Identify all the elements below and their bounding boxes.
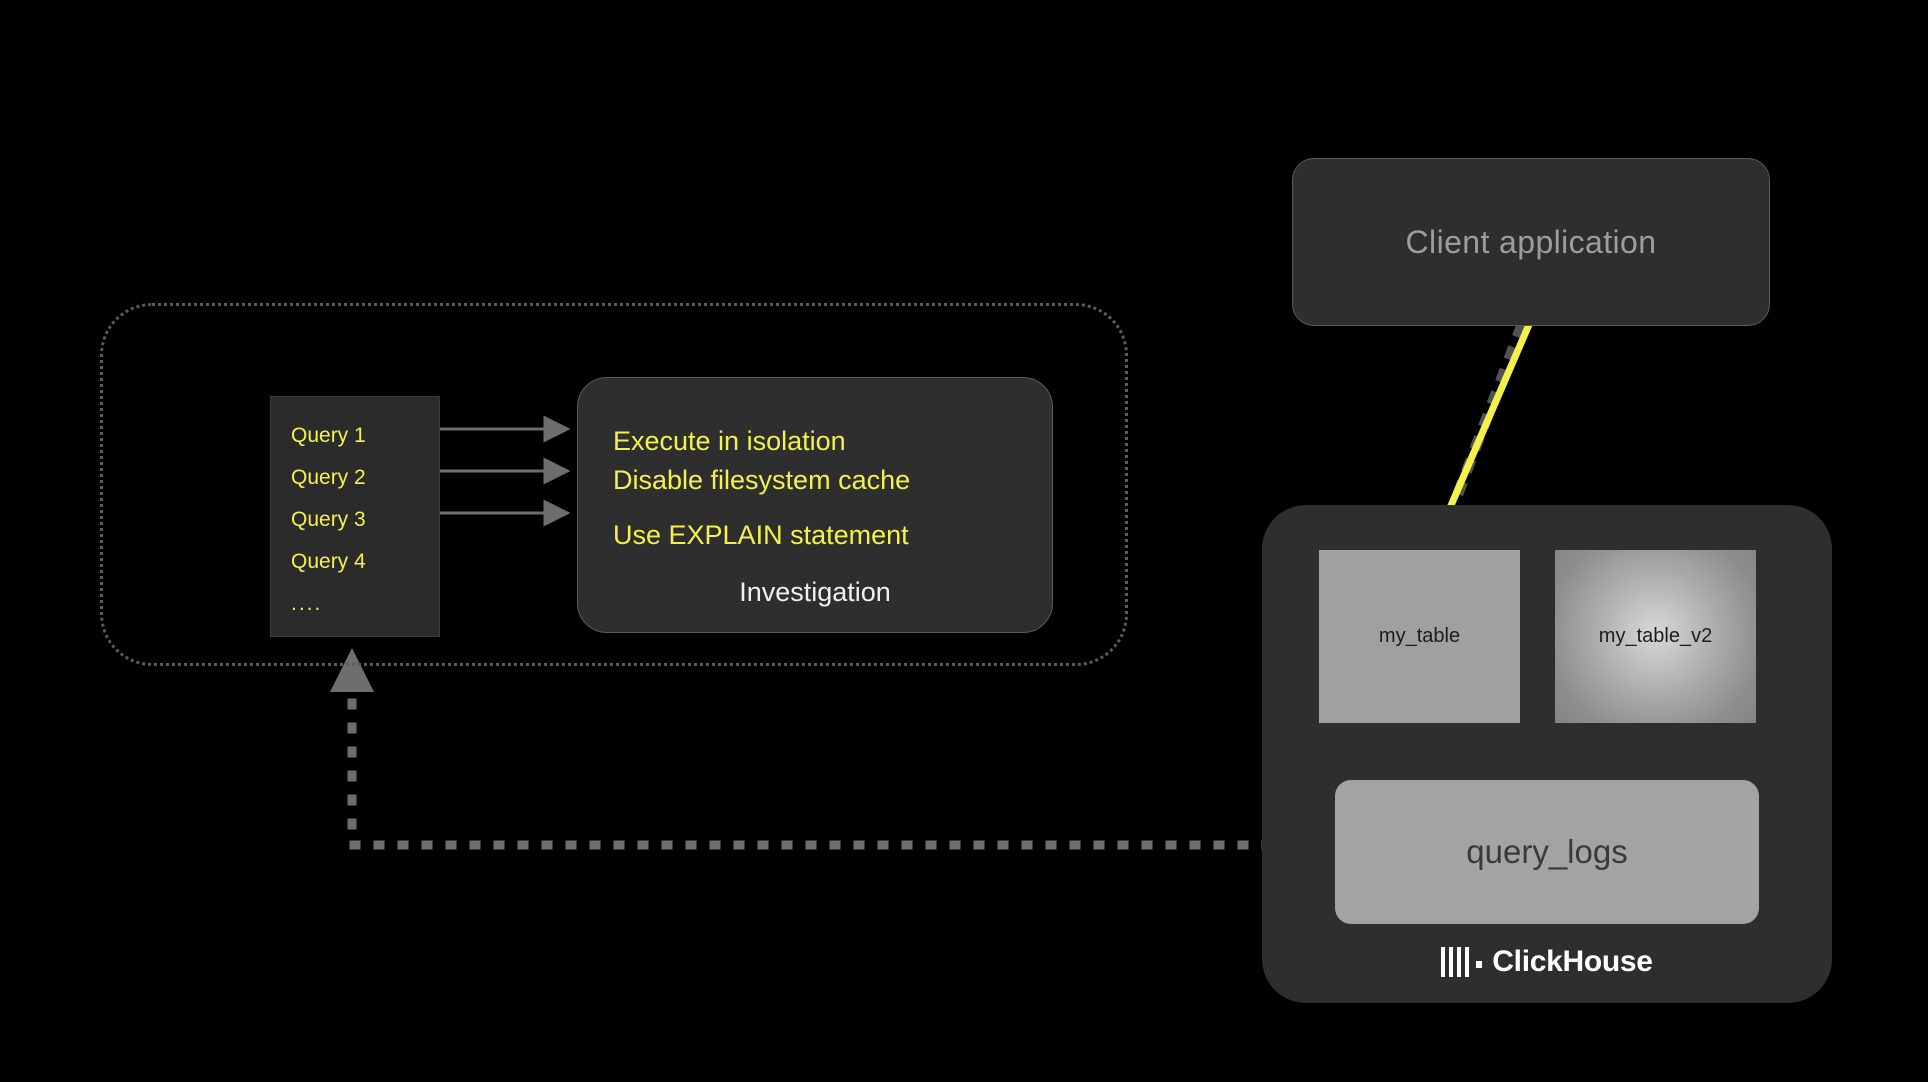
clickhouse-wordmark: ClickHouse [1492, 945, 1653, 978]
table-label: my_table_v2 [1598, 625, 1713, 647]
list-item[interactable]: Query 4 [291, 550, 366, 573]
table-card-my-table-v2: my_table_v2 [1555, 550, 1756, 723]
investigation-panel: Execute in isolation Disable filesystem … [577, 377, 1053, 633]
investigation-group-container [100, 303, 1128, 666]
clickhouse-node: my_table my_table_v2 query_logs ClickHou… [1262, 505, 1832, 1003]
query-list-panel[interactable]: Query 1 Query 2 Query 3 Query 4 .... [270, 396, 440, 637]
table-card-query-logs: query_logs [1335, 780, 1759, 924]
investigation-tip-1: Execute in isolation [613, 426, 846, 456]
query-logs-label: query_logs [1466, 833, 1628, 870]
clickhouse-logo: ClickHouse [1262, 945, 1832, 979]
table-label: my_table [1378, 625, 1461, 647]
list-item[interactable]: Query 1 [291, 424, 366, 447]
list-item[interactable]: Query 3 [291, 508, 366, 531]
investigation-caption: Investigation [739, 577, 891, 607]
list-item[interactable]: Query 2 [291, 466, 366, 489]
client-application-label: Client application [1405, 223, 1657, 260]
arrow-querylogs-to-query-panel [330, 648, 1345, 850]
investigation-tip-2: Disable filesystem cache [613, 465, 911, 495]
table-card-my-table: my_table [1319, 550, 1520, 723]
investigation-tip-3: Use EXPLAIN statement [613, 520, 909, 550]
client-application-node: Client application [1292, 158, 1770, 326]
clickhouse-bars-icon [1441, 947, 1483, 977]
list-item-ellipsis: .... [291, 592, 323, 615]
investigation-tips: Execute in isolation Disable filesystem … [613, 422, 910, 555]
